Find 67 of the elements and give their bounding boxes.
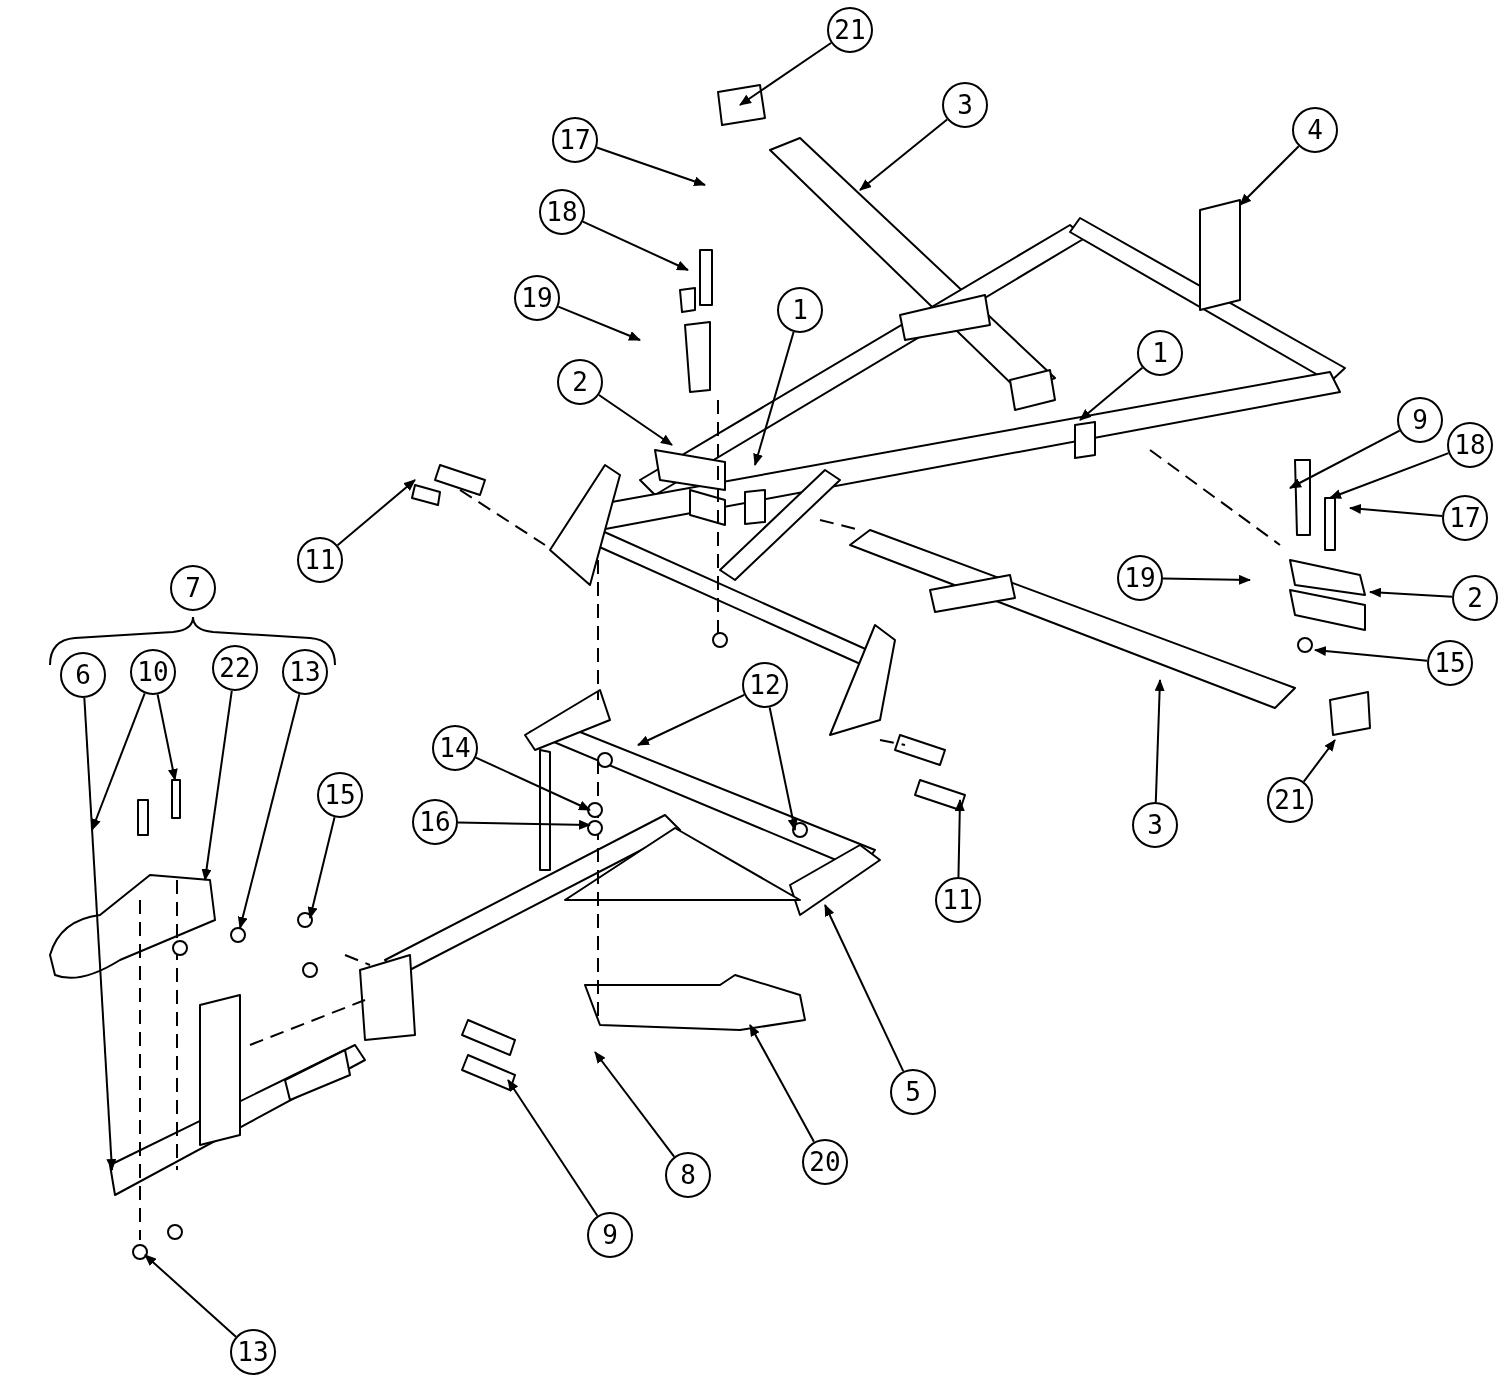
leader-line (749, 1024, 815, 1143)
leader-line (474, 756, 591, 811)
callout-number: 18 (1447, 422, 1493, 468)
leader-line (307, 816, 336, 919)
leader-line (557, 305, 641, 341)
leader-line (739, 41, 832, 106)
callout-number: 17 (1442, 495, 1488, 541)
callout-number: 4 (1292, 107, 1338, 153)
leader-line (91, 692, 146, 831)
callout-number: 15 (317, 772, 363, 818)
callout-number: 1 (777, 287, 823, 333)
leader-line (581, 220, 689, 271)
callout-number: 2 (1452, 575, 1498, 621)
callout-number: 20 (802, 1139, 848, 1185)
callout-number: 19 (1117, 555, 1163, 601)
callout-number: 17 (552, 117, 598, 163)
leader-line (83, 696, 117, 1171)
leader-line (144, 1254, 237, 1338)
callout-number: 11 (935, 877, 981, 923)
leader-line (824, 904, 905, 1073)
callout-number: 13 (282, 649, 328, 695)
leader-line (1314, 646, 1429, 662)
callout-number: 21 (1267, 777, 1313, 823)
leader-line (457, 819, 591, 830)
leader-line (595, 146, 706, 187)
callout-number: 11 (297, 537, 343, 583)
callout-number: 5 (890, 1069, 936, 1115)
callout-number: 19 (514, 275, 560, 321)
leader-line (156, 693, 178, 781)
leader-line (859, 118, 949, 191)
leader-line (1162, 574, 1251, 585)
callout-number: 14 (432, 725, 478, 771)
leader-line (1154, 679, 1165, 803)
leader-line (507, 1079, 599, 1217)
callout-number: 7 (170, 565, 216, 611)
callout-number: 9 (1397, 397, 1443, 443)
callout-number: 1 (1137, 330, 1183, 376)
leader-line (768, 706, 798, 831)
callout-number: 12 (742, 662, 788, 708)
callout-number: 3 (942, 82, 988, 128)
leader-line (1369, 587, 1454, 598)
leader-line (753, 331, 795, 466)
leader-line (1349, 503, 1444, 517)
callout-number: 13 (230, 1329, 276, 1375)
callout-number: 16 (412, 799, 458, 845)
callout-number: 21 (827, 7, 873, 53)
callout-number: 15 (1427, 640, 1473, 686)
callout-number: 3 (1132, 802, 1178, 848)
callout-number: 22 (212, 645, 258, 691)
leader-line (1289, 429, 1401, 489)
callout-number: 18 (539, 189, 585, 235)
leader-line (1302, 739, 1336, 783)
leader-line (1079, 366, 1144, 421)
leader-line (637, 693, 746, 746)
leader-line (1329, 452, 1450, 499)
leader-line (594, 1051, 676, 1158)
callout-number: 10 (130, 649, 176, 695)
callout-number: 2 (557, 359, 603, 405)
leader-line (237, 693, 301, 929)
callout-number: 6 (60, 652, 106, 698)
leader-line (1239, 145, 1300, 206)
leader-line (336, 479, 416, 547)
callout-number: 9 (587, 1212, 633, 1258)
leader-line (201, 689, 233, 881)
callout-number: 8 (665, 1152, 711, 1198)
leader-line (954, 799, 965, 878)
leader-line (598, 394, 673, 446)
